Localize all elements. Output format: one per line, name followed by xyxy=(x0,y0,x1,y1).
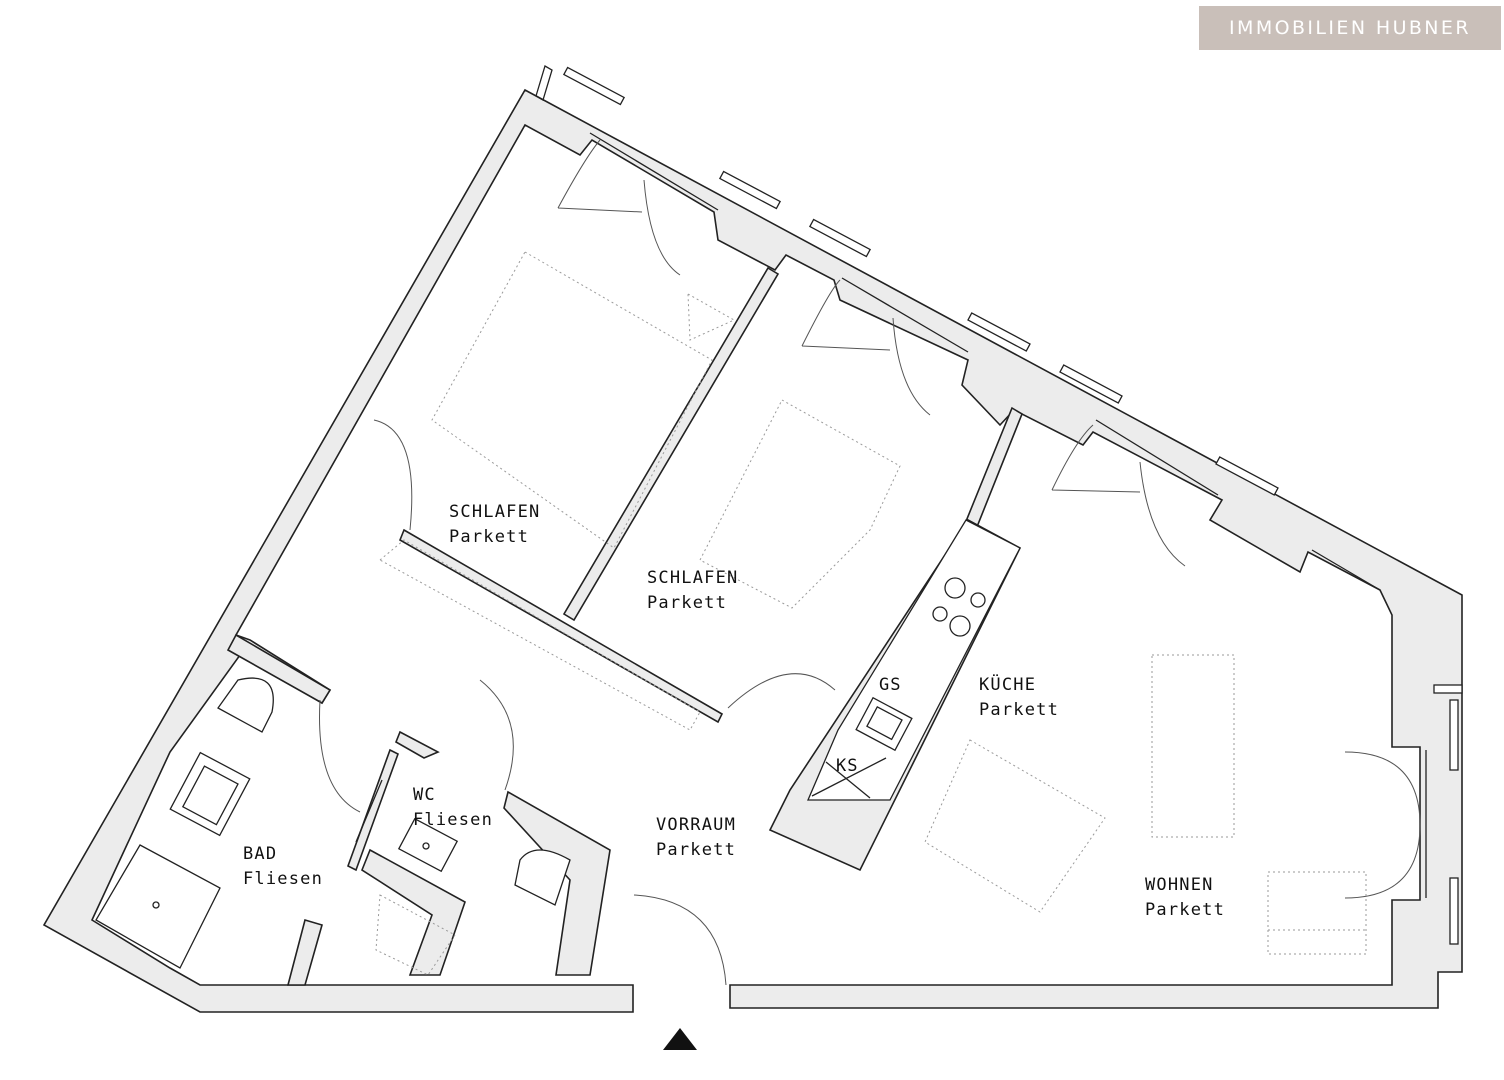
triangle-up-icon xyxy=(663,1028,697,1050)
appliance-ks-label: KS xyxy=(836,756,859,776)
brand-logo: IMMOBILIEN HUBNER xyxy=(1199,6,1501,50)
exterior-wall xyxy=(42,88,1463,1013)
doors xyxy=(319,139,1421,986)
windows xyxy=(535,65,1463,945)
kitchen-counter xyxy=(807,519,1021,801)
bathroom-fixtures xyxy=(95,677,571,969)
furniture xyxy=(375,251,1367,976)
appliance-gs-label: GS xyxy=(879,675,902,695)
